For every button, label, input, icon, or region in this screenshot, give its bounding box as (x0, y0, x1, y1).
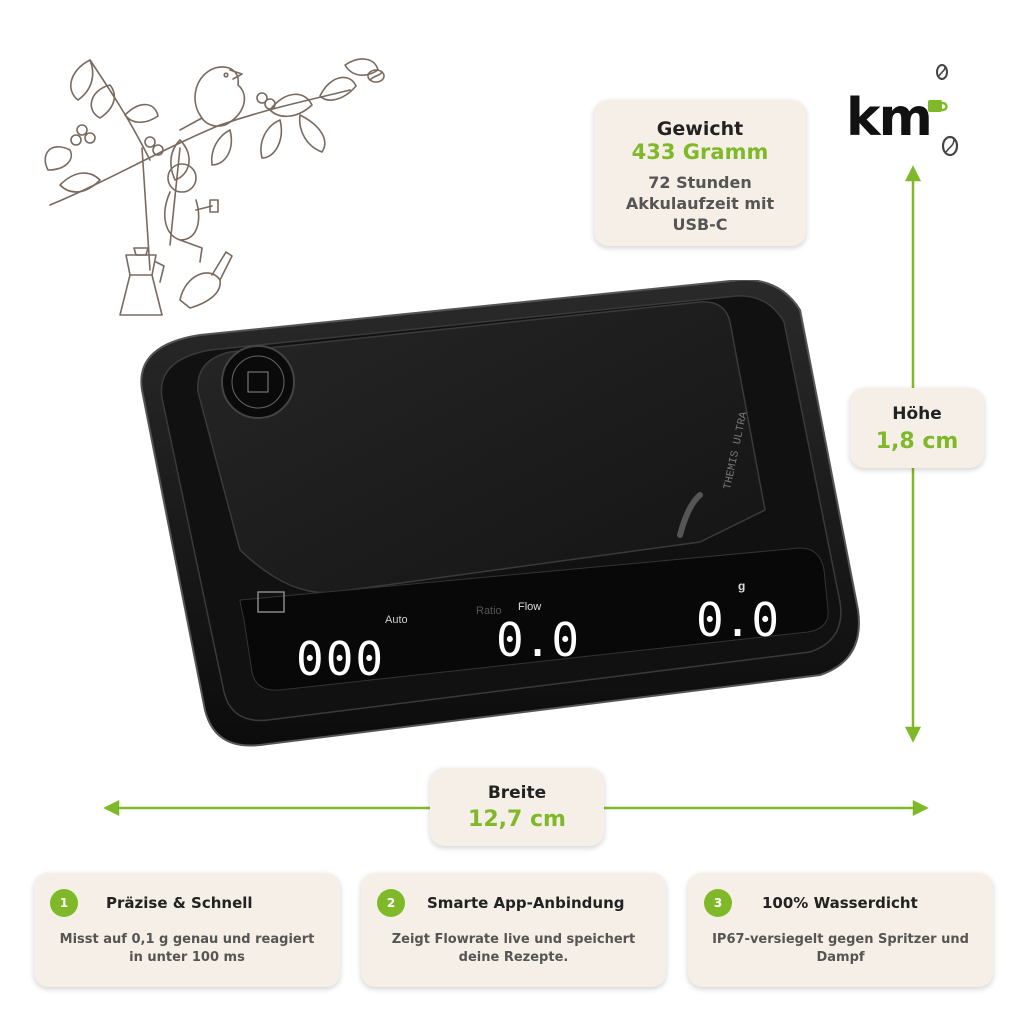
height-label: Höhe (892, 404, 942, 424)
weight-value: 433 Gramm (631, 140, 769, 164)
flow-readout: 0.0 (496, 613, 579, 667)
weight-card: Gewicht 433 Gramm 72 Stunden Akkulaufzei… (594, 100, 806, 246)
feature-title: 100% Wasserdicht (762, 894, 918, 912)
height-card: Höhe 1,8 cm (850, 388, 984, 468)
feature-card-waterproof: 3 100% Wasserdicht IP67-versiegelt gegen… (688, 873, 993, 987)
logo-text: km (846, 88, 933, 148)
width-card: Breite 12,7 cm (430, 768, 604, 846)
unit-label: g (738, 579, 745, 593)
feature-card-precision: 1 Präzise & Schnell Misst auf 0,1 g gena… (34, 873, 340, 987)
feature-title: Präzise & Schnell (106, 894, 253, 912)
ratio-label: Ratio (476, 605, 502, 617)
feature-description: IP67-versiegelt gegen Spritzer und Dampf (712, 932, 969, 965)
width-arrow-right (912, 799, 929, 817)
brand-logo: km (846, 60, 966, 160)
height-arrow-bottom (904, 726, 922, 743)
feature-number-badge: 1 (50, 889, 78, 917)
feature-number-badge: 3 (704, 889, 732, 917)
height-arrow-top (904, 165, 922, 182)
feature-description: Zeigt Flowrate live und speichert deine … (391, 932, 636, 965)
height-value: 1,8 cm (875, 429, 959, 454)
feature-description: Misst auf 0,1 g genau und reagiert in un… (59, 932, 315, 965)
coffee-cup-icon (928, 64, 959, 157)
weight-readout: 0.0 (696, 593, 779, 647)
power-button (221, 345, 295, 419)
feature-number-badge: 2 (377, 889, 405, 917)
coffee-branch-illustration (44, 58, 385, 316)
width-label: Breite (487, 783, 547, 803)
battery-note: 72 Stunden Akkulaufzeit mit USB-C (625, 173, 775, 234)
feature-title: Smarte App-Anbindung (427, 894, 625, 912)
auto-label: Auto (385, 614, 408, 626)
width-arrow-left (103, 799, 120, 817)
width-value: 12,7 cm (468, 807, 566, 832)
time-readout: 000 (296, 632, 385, 686)
weight-label: Gewicht (656, 118, 744, 140)
flow-label: Flow (518, 601, 541, 613)
coffee-scale-image: THEMIS ULTRA Auto Ratio Flow g 000 0.0 0… (140, 280, 860, 747)
feature-card-app: 2 Smarte App-Anbindung Zeigt Flowrate li… (361, 873, 666, 987)
